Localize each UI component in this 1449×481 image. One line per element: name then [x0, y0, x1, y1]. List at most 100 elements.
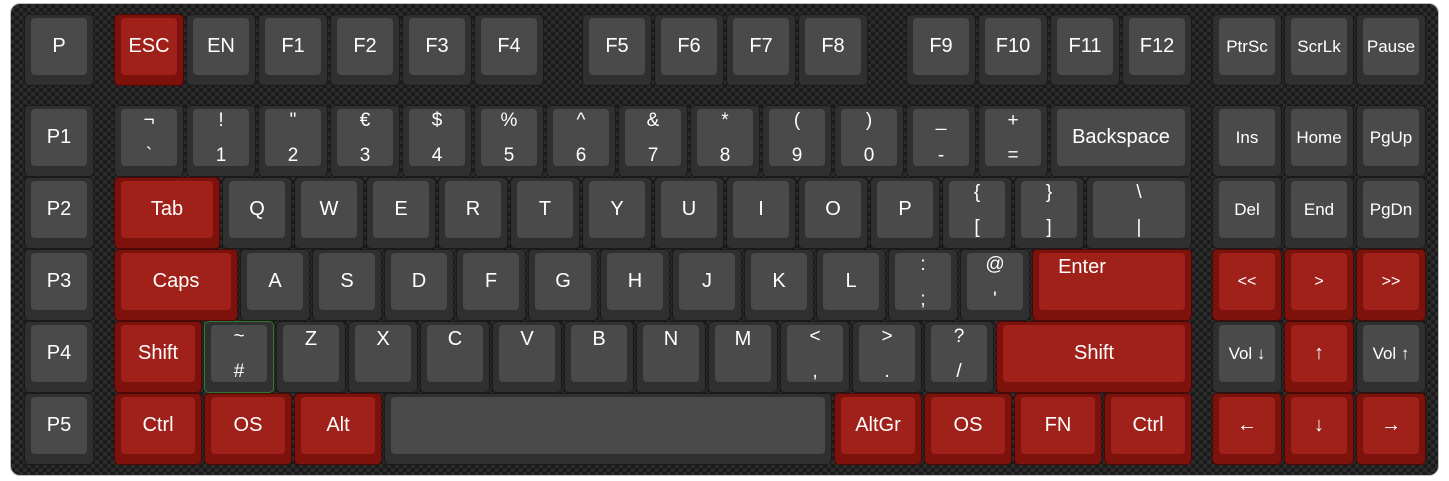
key-hash[interactable]: ~# [204, 321, 274, 393]
key-3[interactable]: €3 [330, 105, 400, 177]
key-macro-p[interactable]: P [24, 14, 94, 86]
key-grave[interactable]: ¬` [114, 105, 184, 177]
key-a[interactable]: A [240, 249, 310, 321]
key-right-shift[interactable]: Shift [996, 321, 1192, 393]
key-b[interactable]: B [564, 321, 634, 393]
key-en[interactable]: EN [186, 14, 256, 86]
key-tab[interactable]: Tab [114, 177, 220, 249]
key-o[interactable]: O [798, 177, 868, 249]
key-pagedown[interactable]: PgDn [1356, 177, 1426, 249]
key-4[interactable]: $4 [402, 105, 472, 177]
key-macro-p4[interactable]: P4 [24, 321, 94, 393]
key-macro-p5[interactable]: P5 [24, 393, 94, 465]
key-f11[interactable]: F11 [1050, 14, 1120, 86]
key-0[interactable]: )0 [834, 105, 904, 177]
key-backslash[interactable]: \| [1086, 177, 1192, 249]
key-media-prev[interactable]: << [1212, 249, 1282, 321]
key-arrow-right[interactable]: → [1356, 393, 1426, 465]
key-k[interactable]: K [744, 249, 814, 321]
key-semicolon[interactable]: :; [888, 249, 958, 321]
key-c[interactable]: C [420, 321, 490, 393]
key-left-alt[interactable]: Alt [294, 393, 382, 465]
key-right-bracket[interactable]: }] [1014, 177, 1084, 249]
key-n[interactable]: N [636, 321, 706, 393]
key-8[interactable]: *8 [690, 105, 760, 177]
key-6[interactable]: ^6 [546, 105, 616, 177]
key-volume-up[interactable]: Vol ↑ [1356, 321, 1426, 393]
key-z[interactable]: Z [276, 321, 346, 393]
key-5[interactable]: %5 [474, 105, 544, 177]
key-caps[interactable]: Caps [114, 249, 238, 321]
key-v[interactable]: V [492, 321, 562, 393]
key-f10[interactable]: F10 [978, 14, 1048, 86]
key-y[interactable]: Y [582, 177, 652, 249]
key-1[interactable]: !1 [186, 105, 256, 177]
key-9[interactable]: (9 [762, 105, 832, 177]
key-7[interactable]: &7 [618, 105, 688, 177]
key-fn[interactable]: FN [1014, 393, 1102, 465]
key-g[interactable]: G [528, 249, 598, 321]
key-equals[interactable]: += [978, 105, 1048, 177]
key-s[interactable]: S [312, 249, 382, 321]
key-f1[interactable]: F1 [258, 14, 328, 86]
key-t[interactable]: T [510, 177, 580, 249]
key-f2[interactable]: F2 [330, 14, 400, 86]
key-period[interactable]: >. [852, 321, 922, 393]
key-left-shift[interactable]: Shift [114, 321, 202, 393]
key-macro-p3[interactable]: P3 [24, 249, 94, 321]
key-f9[interactable]: F9 [906, 14, 976, 86]
key-arrow-left[interactable]: ← [1212, 393, 1282, 465]
key-minus[interactable]: _- [906, 105, 976, 177]
key-comma[interactable]: <, [780, 321, 850, 393]
key-r[interactable]: R [438, 177, 508, 249]
key-f6[interactable]: F6 [654, 14, 724, 86]
key-x[interactable]: X [348, 321, 418, 393]
key-f[interactable]: F [456, 249, 526, 321]
key-macro-p2[interactable]: P2 [24, 177, 94, 249]
key-delete[interactable]: Del [1212, 177, 1282, 249]
key-backspace[interactable]: Backspace [1050, 105, 1192, 177]
key-f5[interactable]: F5 [582, 14, 652, 86]
key-l[interactable]: L [816, 249, 886, 321]
key-m[interactable]: M [708, 321, 778, 393]
key-left-bracket[interactable]: {[ [942, 177, 1012, 249]
key-f3[interactable]: F3 [402, 14, 472, 86]
key-h[interactable]: H [600, 249, 670, 321]
key-end[interactable]: End [1284, 177, 1354, 249]
key-left-ctrl[interactable]: Ctrl [114, 393, 202, 465]
key-slash[interactable]: ?/ [924, 321, 994, 393]
key-w[interactable]: W [294, 177, 364, 249]
key-enter[interactable]: Enter [1032, 249, 1192, 321]
key-f7[interactable]: F7 [726, 14, 796, 86]
key-2[interactable]: "2 [258, 105, 328, 177]
key-f12[interactable]: F12 [1122, 14, 1192, 86]
key-quote[interactable]: @' [960, 249, 1030, 321]
key-space[interactable] [384, 393, 832, 465]
key-media-play[interactable]: > [1284, 249, 1354, 321]
key-home[interactable]: Home [1284, 105, 1354, 177]
key-u[interactable]: U [654, 177, 724, 249]
key-left-os[interactable]: OS [204, 393, 292, 465]
key-f8[interactable]: F8 [798, 14, 868, 86]
key-q[interactable]: Q [222, 177, 292, 249]
key-e[interactable]: E [366, 177, 436, 249]
key-pause[interactable]: Pause [1356, 14, 1426, 86]
key-printscreen[interactable]: PtrSc [1212, 14, 1282, 86]
key-media-next[interactable]: >> [1356, 249, 1426, 321]
key-j[interactable]: J [672, 249, 742, 321]
key-insert[interactable]: Ins [1212, 105, 1282, 177]
key-macro-p1[interactable]: P1 [24, 105, 94, 177]
key-scrolllock[interactable]: ScrLk [1284, 14, 1354, 86]
key-arrow-up[interactable]: ↑ [1284, 321, 1354, 393]
key-right-os[interactable]: OS [924, 393, 1012, 465]
key-esc[interactable]: ESC [114, 14, 184, 86]
key-p[interactable]: P [870, 177, 940, 249]
key-d[interactable]: D [384, 249, 454, 321]
key-right-ctrl[interactable]: Ctrl [1104, 393, 1192, 465]
key-pageup[interactable]: PgUp [1356, 105, 1426, 177]
key-altgr[interactable]: AltGr [834, 393, 922, 465]
key-arrow-down[interactable]: ↓ [1284, 393, 1354, 465]
key-volume-down[interactable]: Vol ↓ [1212, 321, 1282, 393]
key-f4[interactable]: F4 [474, 14, 544, 86]
key-i[interactable]: I [726, 177, 796, 249]
